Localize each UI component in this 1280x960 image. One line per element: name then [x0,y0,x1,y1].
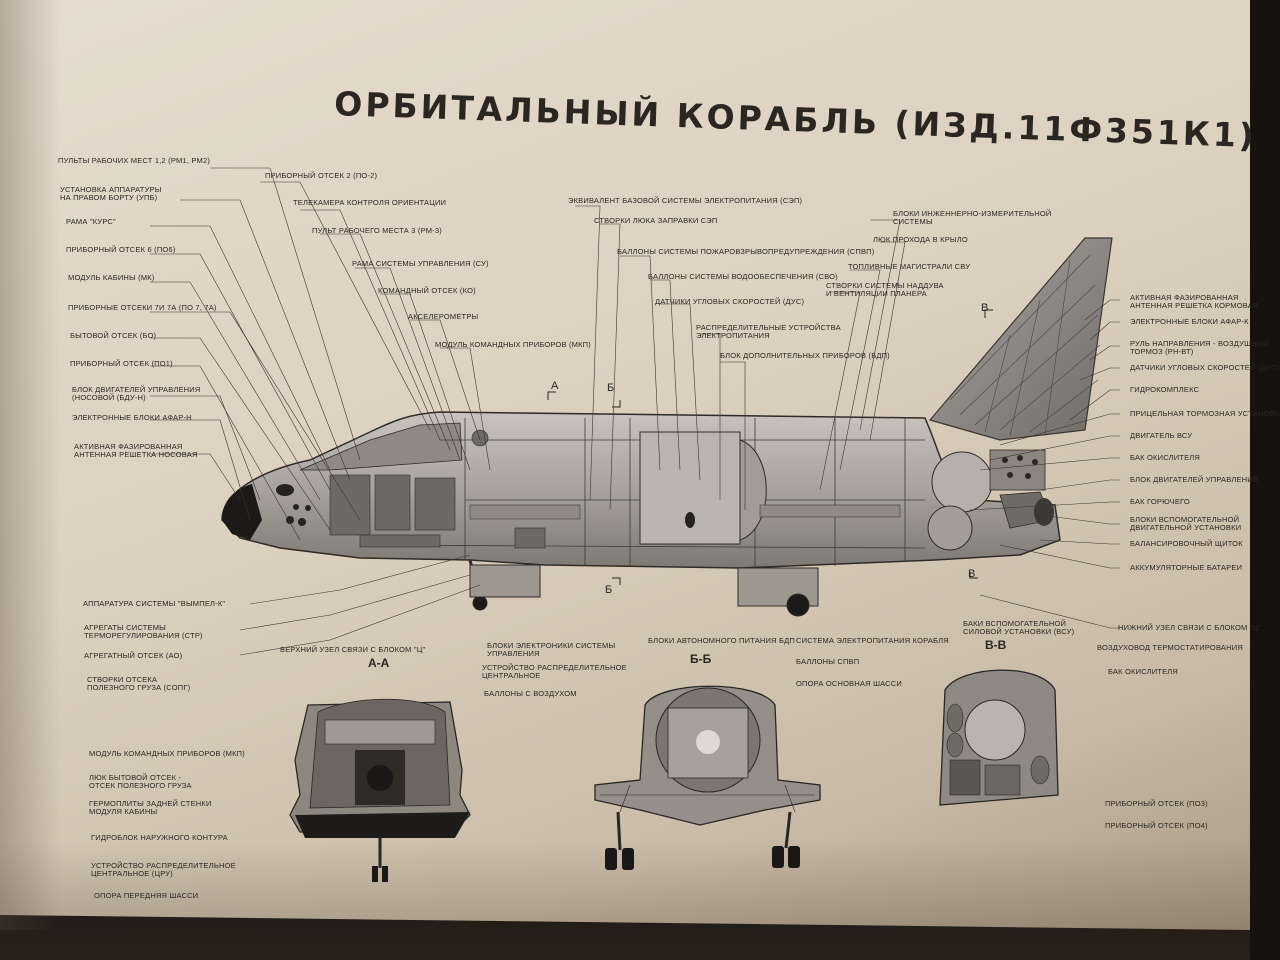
label-aux-engines: БЛОКИ ВСПОМОГАТЕЛЬНОЙ ДВИГАТЕЛЬНОЙ УСТАН… [1130,515,1242,532]
label-sep-equivalent: ЭКВИВАЛЕНТ БАЗОВОЙ СИСТЕМЫ ЭЛЕКТРОПИТАНИ… [568,196,803,205]
label-oxidizer-tank: БАК ОКИСЛИТЕЛЯ [1130,453,1201,462]
label-trim-flap: БАЛАНСИРОВОЧНЫЙ ЩИТОК [1130,539,1243,548]
section-vv-drawing [939,669,1059,806]
label-afar-k: ЭЛЕКТРОННЫЕ БЛОКИ АФАР-К [1130,317,1249,326]
poster-shadow [0,0,60,930]
label-spvp-section: БАЛЛОНЫ СПВП [796,657,860,666]
section-marks [547,309,993,585]
payload-module [469,431,901,545]
label-nose-antenna: АКТИВНАЯ ФАЗИРОВАННАЯ АНТЕННАЯ РЕШЕТКА Н… [74,442,198,459]
landing-gear [468,559,819,617]
section-bb-title: Б-Б [690,652,712,666]
label-spvp-tanks: БАЛЛОНЫ СИСТЕМЫ ПОЖАРОВЗРЫВОПРЕДУПРЕЖДЕН… [617,247,875,256]
label-brake-unit: ПРИЦЕЛЬНАЯ ТОРМОЗНАЯ УСТАНОВКА [1130,409,1280,418]
label-living-compartment: БЫТОВОЙ ОТСЕК (БО) [70,331,157,340]
label-hatch-bo: ЛЮК БЫТОВОЙ ОТСЕК - ОТСЕК ПОЛЕЗНОГО ГРУЗ… [89,773,192,790]
label-fuel-lines: ТОПЛИВНЫЕ МАГИСТРАЛИ СВУ [848,262,971,271]
label-command-compartment: КОМАНДНЫЙ ОТСЕК (КО) [378,286,476,295]
label-control-engines: БЛОК ДВИГАТЕЛЕЙ УПРАВЛЕНИЯ [1130,475,1259,484]
label-bdu-n: БЛОК ДВИГАТЕЛЕЙ УПРАВЛЕНИЯ (НОСОВОЙ (БДУ… [72,385,201,402]
orbiter-fuselage [221,411,1061,569]
label-po3: ПРИБОРНЫЙ ОТСЕК (ПО3) [1105,799,1208,808]
section-mark-v-top: В [981,302,989,314]
section-aa-title: А-А [368,656,390,670]
label-str: АГРЕГАТЫ СИСТЕМЫ ТЕРМОРЕГУЛИРОВАНИЯ (СТР… [84,623,203,640]
label-vsu-tanks: БАКИ ВСПОМОГАТЕЛЬНОЙ СИЛОВОЙ УСТАНОВКИ (… [963,619,1075,636]
label-vympel: АППАРАТУРА СИСТЕМЫ "ВЫМПЕЛ-К" [83,599,226,608]
label-iis-blocks: БЛОКИ ИНЖЕННЕРНО-ИЗМЕРИТЕЛЬНОЙ СИСТЕМЫ [893,209,1052,226]
label-upper-link: ВЕРХНИЙ УЗЕЛ СВЯЗИ С БЛОКОМ "Ц" [280,645,426,654]
label-rm3: ПУЛЬТ РАБОЧЕГО МЕСТА 3 (РМ-3) [312,226,442,235]
section-vv-title: В-В [985,638,1007,652]
label-aft-antenna: АКТИВНАЯ ФАЗИРОВАННАЯ АНТЕННАЯ РЕШЕТКА К… [1130,293,1259,310]
label-po6: ПРИБОРНЫЙ ОТСЕК 6 (ПО6) [66,245,176,254]
label-dus: ДАТЧИКИ УГЛОВЫХ СКОРОСТЕЙ (ДУС) [655,297,805,306]
section-mark-a: А [551,380,559,392]
label-power-distribution: РАСПРЕДЕЛИТЕЛЬНЫЕ УСТРОЙСТВА ЭЛЕКТРОПИТА… [696,323,841,340]
tail-fin [928,237,1113,441]
label-camera: ТЕЛЕКАМЕРА КОНТРОЛЯ ОРИЕНТАЦИИ [293,198,447,207]
label-vsu-engine: ДВИГАТЕЛЬ ВСУ [1130,431,1193,440]
label-ship-power: СИСТЕМА ЭЛЕКТРОПИТАНИЯ КОРАБЛЯ [796,636,949,645]
label-kurs-frame: РАМА "КУРС" [66,217,116,226]
label-air-duct: ВОЗДУХОВОД ТЕРМОСТАТИРОВАНИЯ [1097,643,1243,652]
label-oxidizer-section: БАК ОКИСЛИТЕЛЯ [1108,667,1179,676]
label-bdp-power: БЛОКИ АВТОНОМНОГО ПИТАНИЯ БДП [648,636,796,645]
label-afar-n: ЭЛЕКТРОННЫЕ БЛОКИ АФАР-Н [72,413,192,422]
label-po4: ПРИБОРНЫЙ ОТСЕК (ПО4) [1105,821,1208,830]
label-fuel-tank: БАК ГОРЮЧЕГО [1130,497,1190,506]
label-central-distributor: УСТРОЙСТВО РАСПРЕДЕЛИТЕЛЬНОЕ ЦЕНТРАЛЬНОЕ [482,663,627,680]
label-su-frame: РАМА СИСТЕМЫ УПРАВЛЕНИЯ (СУ) [352,259,489,268]
label-main-gear: ОПОРА ОСНОВНАЯ ШАССИ [796,679,903,688]
section-mark-b-top: Б [607,382,615,394]
section-aa-drawing [289,698,471,882]
label-rudder: РУЛЬ НАПРАВЛЕНИЯ - ВОЗДУШНЫЙ ТОРМОЗ (РН-… [1130,339,1270,356]
label-nose-gear: ОПОРА ПЕРЕДНЯЯ ШАССИ [94,891,199,900]
aft-engine-section [927,449,1054,551]
label-rm-panels: ПУЛЬТЫ РАБОЧИХ МЕСТ 1,2 (РМ1, РМ2) [58,156,211,165]
label-lower-link: НИЖНИЙ УЗЕЛ СВЯЗИ С БЛОКОМ "Ц" [1118,623,1262,632]
section-mark-v-bottom: В [968,568,976,580]
label-bdp: БЛОК ДОПОЛНИТЕЛЬНЫХ ПРИБОРОВ (БДП) [720,351,890,360]
section-bb-drawing [594,685,821,870]
label-air-tanks: БАЛЛОНЫ С ВОЗДУХОМ [484,689,577,698]
label-dus-aft: ДАТЧИКИ УГЛОВЫХ СКОРОСТЕЙ (ДУС) [1130,363,1280,372]
section-mark-b-bottom: Б [605,584,613,596]
label-upb: УСТАНОВКА АППАРАТУРЫ НА ПРАВОМ БОРТУ (УП… [60,185,162,202]
label-po1: ПРИБОРНЫЙ ОТСЕК (ПО1) [70,359,173,368]
label-hydroblock: ГИДРОБЛОК НАРУЖНОГО КОНТУРА [91,833,228,842]
label-hydraulics: ГИДРОКОМПЛЕКС [1130,385,1200,394]
label-vent-doors: СТВОРКИ СИСТЕМЫ НАДДУВА И ВЕНТИЛЯЦИИ ПЛА… [826,281,944,298]
label-po2: ПРИБОРНЫЙ ОТСЕК 2 (ПО-2) [265,171,378,180]
label-svo-tanks: БАЛЛОНЫ СИСТЕМЫ ВОДООБЕСПЕЧЕНИЯ (СВО) [648,272,838,281]
label-sep-hatch: СТВОРКИ ЛЮКА ЗАПРАВКИ СЭП [594,216,718,225]
leader-lines [150,167,1120,656]
label-rear-plates: ГЕРМОПЛИТЫ ЗАДНЕЙ СТЕНКИ МОДУЛЯ КАБИНЫ [89,799,212,816]
label-su-electronics: БЛОКИ ЭЛЕКТРОНИКИ СИСТЕМЫ УПРАВЛЕНИЯ [487,641,616,658]
label-cru: УСТРОЙСТВО РАСПРЕДЕЛИТЕЛЬНОЕ ЦЕНТРАЛЬНОЕ… [91,861,236,878]
label-wing-hatch: ЛЮК ПРОХОДА В КРЫЛО [873,235,968,244]
label-sopg: СТВОРКИ ОТСЕКА ПОЛЕЗНОГО ГРУЗА (СОПГ) [87,675,191,692]
label-cabin-module: МОДУЛЬ КАБИНЫ (МК) [68,273,155,282]
label-po7: ПРИБОРНЫЕ ОТСЕКИ 7И 7А (ПО 7, 7А) [68,303,217,312]
label-mkp-section: МОДУЛЬ КОМАНДНЫХ ПРИБОРОВ (МКП) [89,749,245,758]
label-accelerometers: АКСЕЛЕРОМЕТРЫ [408,312,479,321]
label-ao: АГРЕГАТНЫЙ ОТСЕК (АО) [84,651,183,660]
label-mkp: МОДУЛЬ КОМАНДНЫХ ПРИБОРОВ (МКП) [435,340,591,349]
label-batteries: АККУМУЛЯТОРНЫЕ БАТАРЕИ [1130,563,1243,572]
